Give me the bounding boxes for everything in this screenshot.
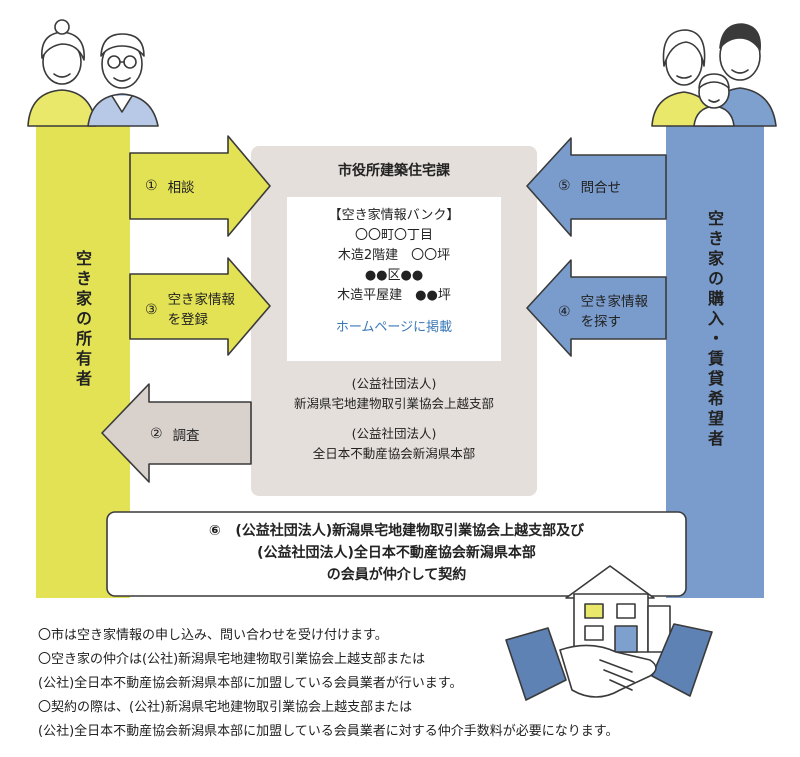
- step-label: 調査: [172, 428, 200, 444]
- step-inquiry: ⑤ 問合せ: [558, 176, 621, 196]
- step-search: ④ 空き家情報 を探す: [558, 292, 648, 332]
- step-label-line: を探す: [580, 314, 622, 330]
- center-title: 市役所建築住宅課: [338, 163, 450, 179]
- step-label-line: 空き家情報: [167, 292, 236, 308]
- bank-listing-address-2: ●●区●●: [364, 268, 424, 283]
- arrow-register: [129, 257, 271, 356]
- step-label: 相談: [167, 180, 195, 196]
- step-label: 空き家情報 を探す: [581, 292, 649, 332]
- bank-listing-detail-2: 木造平屋建 ●●坪: [337, 288, 451, 303]
- contract-box: [106, 511, 687, 597]
- contract-line: (公益社団法人)全日本不動産協会新潟県本部: [257, 545, 536, 561]
- contract-line: ⑥ (公益社団法人)新潟県宅地建物取引業協会上越支部及び: [107, 520, 686, 542]
- contract-line: の会員が仲介して契約: [326, 567, 467, 583]
- bank-heading: 【空き家情報バンク】: [328, 208, 460, 223]
- step-number: ①: [145, 178, 158, 194]
- org-type: (公益社団法人): [351, 426, 437, 441]
- owner-label: 空き家の所有者: [73, 250, 92, 390]
- contract-text: ⑥ (公益社団法人)新潟県宅地建物取引業協会上越支部及び (公益社団法人)全日本…: [107, 520, 686, 586]
- note-line: 〇契約の際は、(公社)新潟県宅地建物取引業協会上越支部または: [38, 700, 413, 715]
- step-label-line: を登録: [167, 312, 209, 328]
- note-line: (公社)全日本不動産協会新潟県本部に加盟している会員業者が行います。: [38, 676, 463, 691]
- org-type: (公益社団法人): [351, 376, 437, 391]
- arrow-search: [526, 259, 667, 357]
- step-label: 空き家情報 を登録: [168, 290, 236, 330]
- arrow-inquiry: [526, 137, 667, 237]
- note-line: (公社)全日本不動産協会新潟県本部に加盟している会員業者に対する仲介手数料が必要…: [38, 724, 619, 739]
- note-line: 〇市は空き家情報の申し込み、問い合わせを受け付けます。: [38, 628, 388, 643]
- contract-line-text: (公益社団法人)新潟県宅地建物取引業協会上越支部及び: [235, 523, 585, 539]
- buyers-illustration: [651, 23, 777, 127]
- arrow-consult: [129, 135, 271, 237]
- vacant-house-bank: 【空き家情報バンク】 〇〇町〇丁目 木造2階建 〇〇坪 ●●区●● 木造平屋建 …: [287, 206, 501, 338]
- bank-listing-detail-1: 木造2階建 〇〇坪: [337, 248, 451, 263]
- step-number: ⑤: [558, 178, 571, 194]
- step-number: ⑥: [208, 523, 221, 539]
- step-register: ③ 空き家情報 を登録: [145, 290, 235, 330]
- house-handshake-illustration: [505, 565, 713, 701]
- arrow-survey: [101, 383, 252, 483]
- org-name: 新潟県宅地建物取引業協会上越支部: [293, 396, 494, 411]
- step-survey: ② 調査: [150, 424, 200, 444]
- buyer-label: 空き家の購入・賃貸希望者: [705, 210, 724, 450]
- step-consult: ① 相談: [145, 176, 195, 196]
- notes: 〇市は空き家情報の申し込み、問い合わせを受け付けます。 〇空き家の仲介は(公社)…: [38, 626, 658, 742]
- bank-listing-address-1: 〇〇町〇丁目: [354, 228, 433, 243]
- bank-box: [287, 197, 501, 361]
- step-number: ②: [150, 426, 163, 442]
- step-label-line: 空き家情報: [580, 294, 649, 310]
- org-name: 全日本不動産協会新潟県本部: [312, 446, 476, 461]
- step-label: 問合せ: [580, 180, 622, 196]
- homepage-link[interactable]: ホームページに掲載: [335, 320, 453, 335]
- step-number: ③: [145, 302, 158, 318]
- org-list: (公益社団法人) 新潟県宅地建物取引業協会上越支部 (公益社団法人) 全日本不動…: [251, 374, 537, 464]
- step-number: ④: [558, 304, 571, 320]
- owners-illustration: [27, 19, 159, 127]
- note-line: 〇空き家の仲介は(公社)新潟県宅地建物取引業協会上越支部または: [38, 652, 426, 667]
